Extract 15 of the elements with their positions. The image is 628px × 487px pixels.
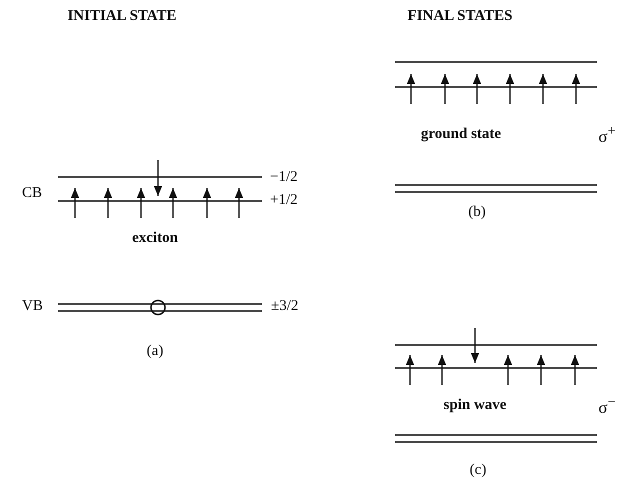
panel-label: (b) bbox=[468, 203, 486, 221]
panel-label: (c) bbox=[470, 461, 486, 479]
state-label: ground state bbox=[420, 125, 502, 143]
heading: INITIAL STATE bbox=[67, 7, 177, 25]
polarization-label: σ$^{+}$ bbox=[598, 122, 616, 146]
spin-label: −1/2 bbox=[270, 168, 298, 186]
state-label: spin wave bbox=[444, 396, 506, 414]
band-label: CB bbox=[22, 184, 42, 202]
polarization-label: σ$^{−}$ bbox=[598, 393, 616, 417]
spin-label: +1/2 bbox=[270, 191, 298, 209]
band-label: VB bbox=[22, 297, 43, 315]
state-label: exciton bbox=[132, 229, 178, 247]
spin-label: ±3/2 bbox=[271, 297, 298, 315]
heading: FINAL STATES bbox=[408, 7, 512, 25]
panel-label: (a) bbox=[146, 342, 164, 360]
